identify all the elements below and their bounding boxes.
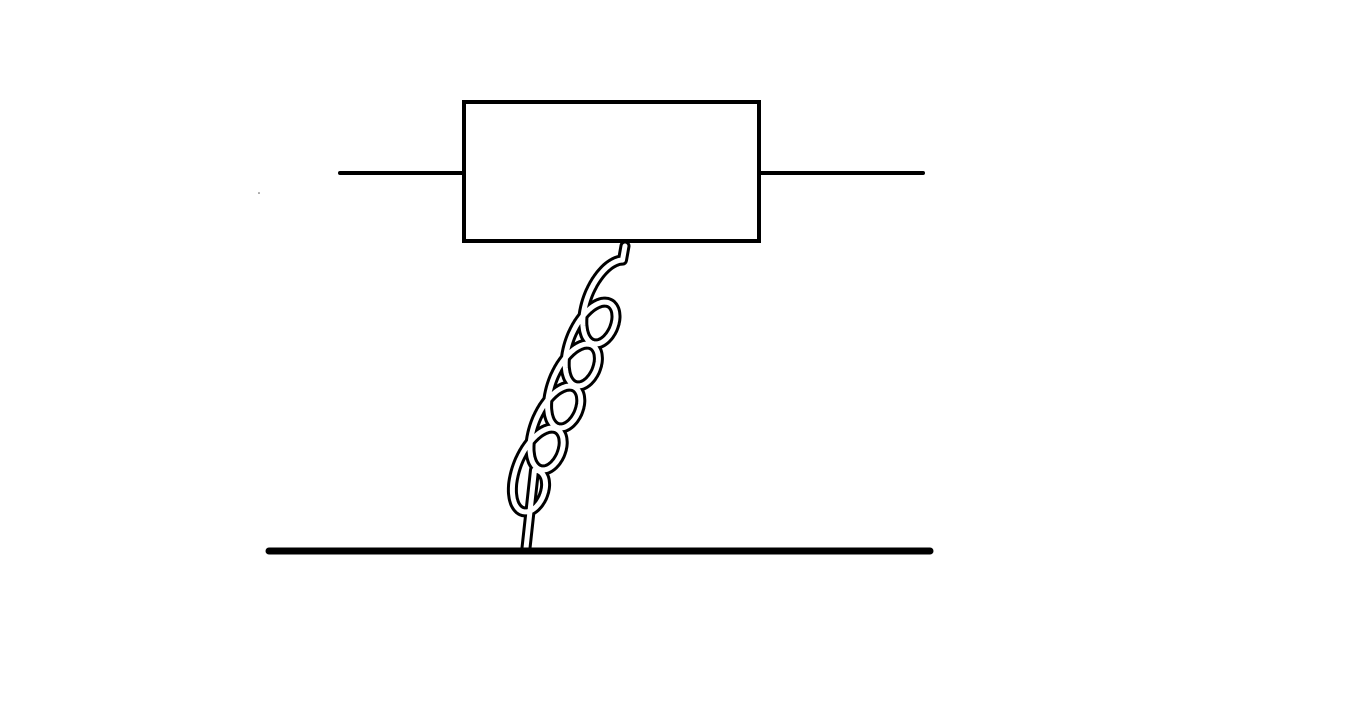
coil-spring	[506, 240, 631, 554]
spring-wire-fill	[509, 243, 628, 551]
stray-dot	[258, 192, 260, 194]
block	[462, 100, 761, 243]
